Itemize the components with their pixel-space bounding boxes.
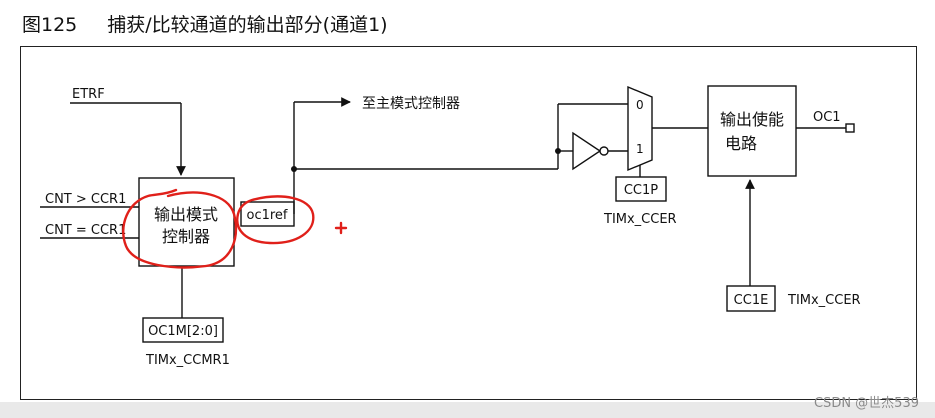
ccmr1-label: TIMx_CCMR1 bbox=[145, 353, 230, 368]
output-mode-controller: 输出模式 控制器 bbox=[138, 177, 235, 267]
etrf-label: ETRF bbox=[72, 87, 105, 102]
master-mode-label: 至主模式控制器 bbox=[362, 96, 460, 112]
enable-text-line1: 输出使能 bbox=[720, 110, 784, 129]
polarity-mux: 0 1 CC1P TIMx_CCER bbox=[603, 85, 708, 227]
etrf-signal: ETRF bbox=[70, 87, 186, 176]
red-circle-controller bbox=[122, 188, 238, 269]
figure-title: 图125 捕获/比较通道的输出部分(通道1) bbox=[22, 10, 388, 37]
controller-text-line2: 控制器 bbox=[162, 227, 210, 246]
ocm-register: OC1M[2:0] TIMx_CCMR1 bbox=[142, 266, 230, 368]
oc1-pin bbox=[845, 123, 855, 133]
mux-input-0-label: 0 bbox=[636, 98, 644, 112]
oc1-label: OC1 bbox=[813, 110, 841, 125]
oc1ref-label: oc1ref bbox=[246, 208, 287, 223]
cnt-eq-ccr1-label: CNT = CCR1 bbox=[45, 223, 126, 238]
red-plus-mark bbox=[334, 221, 348, 235]
ccer-label-cc1e: TIMx_CCER bbox=[787, 293, 861, 308]
output-enable-circuit: 输出使能 电路 OC1 bbox=[707, 85, 855, 177]
cc1e-label: CC1E bbox=[734, 293, 769, 308]
cnt-inputs: CNT > CCR1 CNT = CCR1 bbox=[40, 192, 139, 239]
inverter-gate bbox=[572, 131, 628, 171]
cc1e-register: CC1E TIMx_CCER bbox=[726, 179, 861, 312]
mux-input-1-label: 1 bbox=[636, 142, 644, 156]
diagram-frame bbox=[20, 46, 917, 400]
oc1ref-routing: 至主模式控制器 bbox=[291, 96, 628, 214]
figure-caption: 捕获/比较通道的输出部分(通道1) bbox=[107, 14, 388, 36]
enable-text-line2: 电路 bbox=[725, 134, 757, 153]
oc1ref-box: oc1ref bbox=[240, 201, 295, 227]
controller-text-line1: 输出模式 bbox=[154, 205, 218, 224]
figure-number: 图125 bbox=[22, 14, 78, 36]
cc1p-label: CC1P bbox=[624, 183, 658, 198]
watermark: CSDN @世杰539 bbox=[813, 396, 919, 411]
red-circle-oc1ref bbox=[236, 195, 315, 245]
ocm-register-label: OC1M[2:0] bbox=[148, 324, 218, 339]
bottom-strip bbox=[0, 402, 935, 418]
ccer-label-cc1p: TIMx_CCER bbox=[603, 212, 677, 227]
red-annotations bbox=[122, 188, 348, 269]
cnt-gt-ccr1-label: CNT > CCR1 bbox=[45, 192, 126, 207]
